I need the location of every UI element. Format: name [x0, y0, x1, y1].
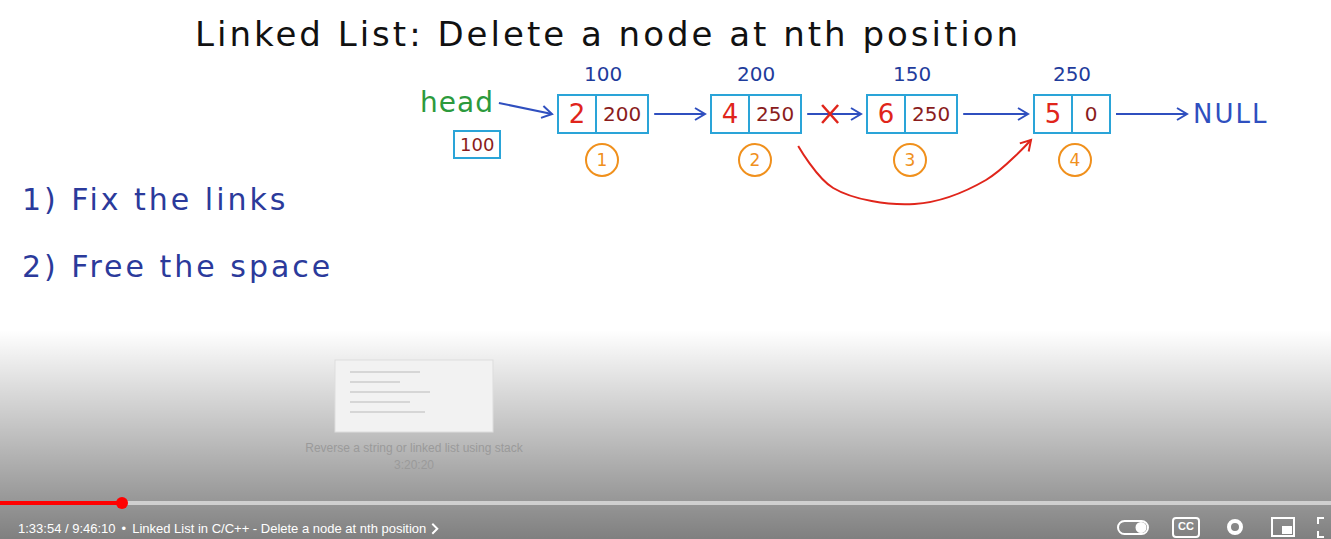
node-value: 2 [559, 96, 595, 132]
video-title: Linked List in C/C++ - Delete a node at … [132, 521, 426, 537]
step-note: 1) Fix the links [22, 182, 288, 218]
step-number: 3 [893, 143, 927, 177]
list-node: 100 2200 [557, 62, 649, 134]
node-cells: 2200 [557, 94, 649, 134]
video-time: 1:33:54 / 9:46:10 [18, 521, 116, 537]
list-node: 250 50 [1033, 62, 1111, 134]
bypass-link [798, 140, 1031, 204]
pointer-value: 100 [453, 130, 501, 159]
memory-address: 250 [1053, 62, 1091, 86]
next-address: 0 [1071, 96, 1109, 132]
up-next-duration: 3:20:20 [394, 458, 434, 472]
player-shade [0, 330, 1331, 539]
next-pointer [654, 113, 705, 115]
title: Linked List: Delete a node at nth positi… [195, 14, 1021, 54]
miniplayer-inner [1283, 527, 1291, 533]
step-number: 4 [1058, 143, 1092, 177]
memory-address: 100 [584, 62, 622, 86]
captions-button [1173, 518, 1199, 537]
next-address: 250 [748, 96, 800, 132]
node-value: 5 [1035, 96, 1071, 132]
next-pointer [963, 113, 1028, 115]
list-node: 150 6250 [866, 62, 958, 134]
next-pointer [807, 113, 861, 115]
settings-gear [1229, 521, 1241, 533]
step-number: 1 [585, 143, 619, 177]
next-address: 250 [904, 96, 956, 132]
progress-track [0, 501, 1331, 505]
broken-link-cross [822, 105, 838, 123]
step-note: 2) Free the space [22, 249, 333, 285]
thumbnail-lines [350, 372, 430, 412]
node-value: 6 [868, 96, 904, 132]
miniplayer-button [1272, 518, 1294, 536]
list-node: 200 4250 [710, 62, 802, 134]
pointer-variable: head 100 [420, 86, 501, 159]
pointer-name: head [420, 86, 494, 120]
step-number-text: 2 [750, 150, 761, 170]
fullscreen-button [1318, 518, 1324, 537]
player-controls [1118, 518, 1324, 537]
step-number-text: 4 [1070, 150, 1081, 170]
memory-address: 150 [893, 62, 931, 86]
autoplay-knob [1137, 523, 1146, 532]
captions-label: CC [1178, 520, 1194, 533]
null-arrow [1116, 113, 1187, 115]
node-cells: 50 [1033, 94, 1111, 134]
node-value: 4 [712, 96, 748, 132]
up-next-thumbnail [335, 360, 493, 432]
step-number-text: 1 [597, 150, 608, 170]
autoplay-toggle [1118, 521, 1148, 534]
progress-scrubber [116, 497, 128, 509]
next-address: 200 [595, 96, 647, 132]
null-terminator: NULL [1193, 99, 1268, 130]
up-next-title: Reverse a string or linked list using st… [305, 441, 522, 455]
title-chevron [432, 524, 437, 534]
step-number-text: 3 [905, 150, 916, 170]
node-cells: 4250 [710, 94, 802, 134]
node-cells: 6250 [866, 94, 958, 134]
step-number: 2 [738, 143, 772, 177]
separator-dot: • [122, 521, 127, 537]
next-pointer [499, 103, 552, 114]
progress-played [0, 501, 122, 505]
memory-address: 200 [737, 62, 775, 86]
